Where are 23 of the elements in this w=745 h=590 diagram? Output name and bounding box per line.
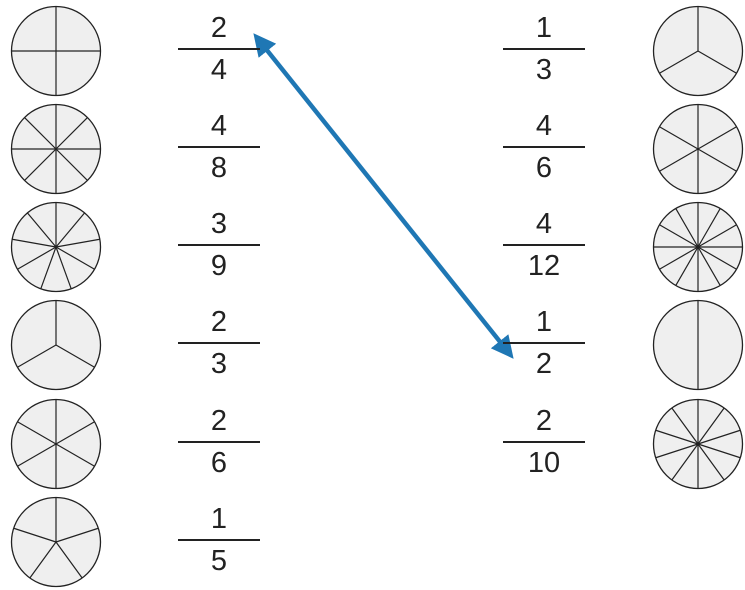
- denominator: 10: [526, 446, 562, 480]
- denominator: 3: [534, 53, 554, 87]
- denominator: 6: [210, 446, 228, 480]
- denominator: 3: [210, 347, 228, 381]
- numerator: 4: [210, 109, 228, 143]
- denominator: 5: [210, 544, 228, 578]
- denominator: 6: [534, 151, 554, 185]
- denominator: 9: [210, 249, 228, 283]
- numerator: 1: [210, 502, 228, 536]
- denominator: 2: [534, 347, 554, 381]
- denominator: 4: [210, 53, 228, 87]
- numerator: 4: [534, 207, 554, 241]
- double-headed-arrow: [253, 33, 514, 359]
- numerator: 2: [210, 404, 228, 438]
- numerator: 3: [210, 207, 228, 241]
- denominator: 12: [526, 249, 562, 283]
- numerator: 4: [534, 109, 554, 143]
- numerator: 2: [210, 305, 228, 339]
- numerator: 1: [534, 11, 554, 45]
- denominator: 8: [210, 151, 228, 185]
- numerator: 1: [534, 305, 554, 339]
- numerator: 2: [534, 404, 554, 438]
- numerator: 2: [210, 11, 228, 45]
